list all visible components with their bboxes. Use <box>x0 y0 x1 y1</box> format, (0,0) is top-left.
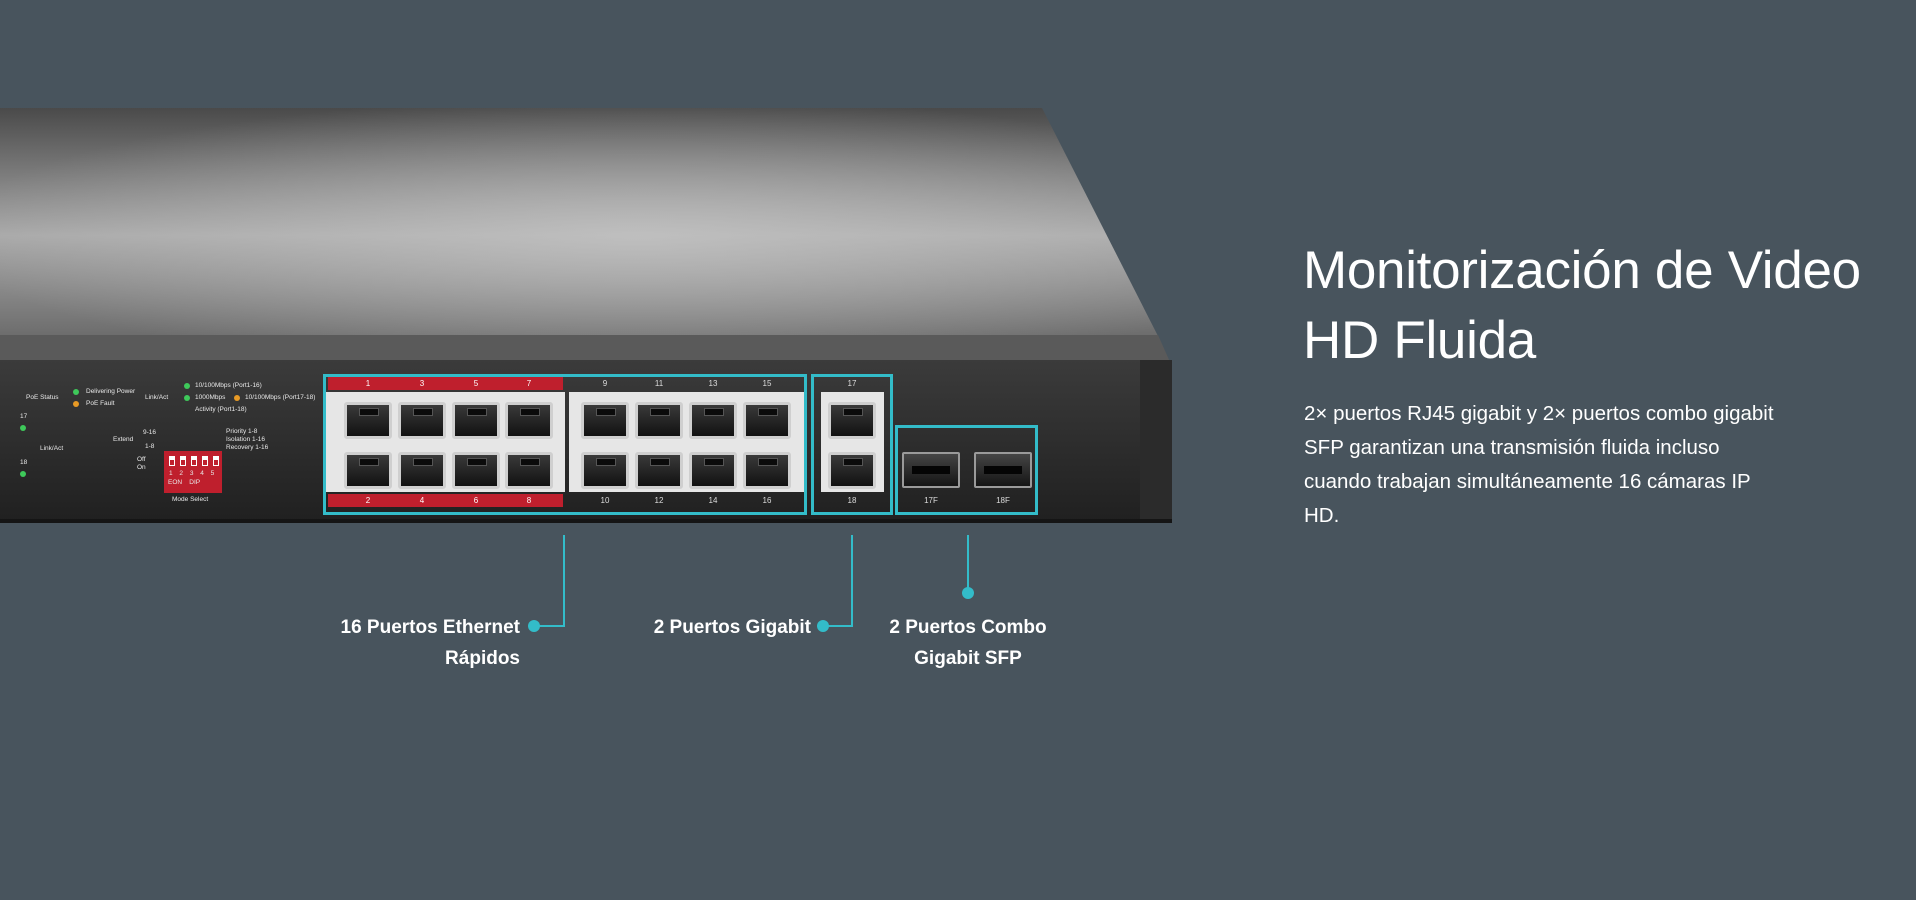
rj45-port-3[interactable] <box>398 402 446 439</box>
port-label-14: 14 <box>708 496 718 505</box>
callout-fast-ethernet-line1: 16 Puertos Ethernet <box>340 617 521 638</box>
led-18-label: 18 <box>20 459 28 466</box>
rj45-port-5[interactable] <box>452 402 500 439</box>
led-speed-1 <box>184 383 190 389</box>
dip-numbers: 1 2 3 4 5 <box>169 470 217 477</box>
callout-label-block: 16 Puertos Ethernet Rápidos <box>310 612 521 674</box>
port-label-15: 15 <box>762 379 772 388</box>
led-speed-3 <box>234 395 240 401</box>
activity-label: Activity (Port1-18) <box>195 406 247 413</box>
network-switch-image: PoE Status Delivering Power PoE Fault Li… <box>0 0 1180 540</box>
sfp-port-18f[interactable] <box>974 452 1032 488</box>
rj45-port-10[interactable] <box>581 452 629 489</box>
rj45-port-13[interactable] <box>689 402 737 439</box>
callout-label-block: 2 Puertos Combo Gigabit SFP <box>868 612 1068 674</box>
rj45-port-16[interactable] <box>743 452 791 489</box>
rj45-port-18[interactable] <box>828 452 876 489</box>
port-label-16: 16 <box>762 496 772 505</box>
callout-dot <box>817 620 829 632</box>
port-label-4: 4 <box>419 496 425 505</box>
priority-label: Priority 1-8 <box>226 428 258 435</box>
dip-switch-1[interactable] <box>168 455 176 467</box>
callout-dot <box>528 620 540 632</box>
speed-1-label: 10/100Mbps (Port1-16) <box>195 382 262 389</box>
rj45-port-2[interactable] <box>344 452 392 489</box>
dip-switch-3[interactable] <box>190 455 198 467</box>
sfp-label-17f: 17F <box>924 496 938 505</box>
dip-switch-block[interactable]: 1 2 3 4 5 EON DIP <box>164 451 222 493</box>
sfp-label-18f: 18F <box>996 496 1010 505</box>
delivering-power-label: Delivering Power <box>86 388 136 395</box>
callout-line-horizontal <box>536 625 565 627</box>
led-delivering-power <box>73 389 79 395</box>
callout-fast-ethernet-line2: Rápidos <box>445 648 520 669</box>
led-17-label: 17 <box>20 413 28 420</box>
red-band-top <box>328 377 563 390</box>
led-port-18 <box>20 471 26 477</box>
port-label-17: 17 <box>847 379 857 388</box>
callout-line-vertical <box>851 535 853 627</box>
extend-label: Extend <box>113 436 134 443</box>
port-label-6: 6 <box>473 496 479 505</box>
range-1-8-label: 1-8 <box>145 443 155 450</box>
port-label-18: 18 <box>847 496 857 505</box>
port-label-13: 13 <box>708 379 718 388</box>
port-label-5: 5 <box>473 379 479 388</box>
poe-fault-label: PoE Fault <box>86 400 115 407</box>
dip-switch-2[interactable] <box>179 455 187 467</box>
callout-combo-line1: 2 Puertos Combo <box>889 617 1047 638</box>
port-label-7: 7 <box>526 379 532 388</box>
section-heading: Monitorización de Video HD Fluida <box>1303 241 1861 370</box>
dip-sub-labels: EON DIP <box>168 479 201 486</box>
rj45-port-15[interactable] <box>743 402 791 439</box>
dip-switch-5[interactable] <box>212 455 220 467</box>
mode-select-label: Mode Select <box>172 496 209 503</box>
section-description: 2× puertos RJ45 gigabit y 2× puertos com… <box>1304 402 1774 527</box>
red-band-bottom <box>328 494 563 507</box>
rj45-port-9[interactable] <box>581 402 629 439</box>
port-label-10: 10 <box>600 496 610 505</box>
range-9-16-label: 9-16 <box>143 429 157 436</box>
rj45-port-1[interactable] <box>344 402 392 439</box>
isolation-label: Isolation 1-16 <box>226 436 266 443</box>
rj45-port-4[interactable] <box>398 452 446 489</box>
led-speed-2 <box>184 395 190 401</box>
speed-2-label: 1000Mbps <box>195 394 226 401</box>
callout-dot <box>962 587 974 599</box>
port-label-9: 9 <box>602 379 608 388</box>
callout-line-vertical <box>563 535 565 627</box>
dip-switch-4[interactable] <box>201 455 209 467</box>
switch-body <box>0 108 1172 523</box>
poe-status-label: PoE Status <box>26 394 59 401</box>
port-label-1: 1 <box>365 379 371 388</box>
port-label-12: 12 <box>654 496 664 505</box>
port-label-2: 2 <box>365 496 371 505</box>
rj45-port-7[interactable] <box>505 402 553 439</box>
off-label: Off <box>137 456 146 463</box>
rj45-port-17[interactable] <box>828 402 876 439</box>
sfp-port-17f[interactable] <box>902 452 960 488</box>
link-act-2-label: Link/Act <box>40 445 64 452</box>
port-label-11: 11 <box>654 379 664 388</box>
led-port-17 <box>20 425 26 431</box>
recovery-label: Recovery 1-16 <box>226 444 269 451</box>
callout-line-horizontal <box>826 625 853 627</box>
link-act-label: Link/Act <box>145 394 169 401</box>
on-label: On <box>137 464 146 471</box>
callout-gigabit-line1: 2 Puertos Gigabit <box>653 617 811 638</box>
led-poe-fault <box>73 401 79 407</box>
rj45-port-14[interactable] <box>689 452 737 489</box>
rj45-port-8[interactable] <box>505 452 553 489</box>
speed-2b-label: 10/100Mbps (Port17-18) <box>245 394 316 401</box>
port-label-8: 8 <box>526 496 532 505</box>
rj45-port-12[interactable] <box>635 452 683 489</box>
callout-line-vertical <box>967 535 969 592</box>
callout-combo-line2: Gigabit SFP <box>914 648 1022 669</box>
port-label-3: 3 <box>419 379 425 388</box>
rj45-port-11[interactable] <box>635 402 683 439</box>
rj45-port-6[interactable] <box>452 452 500 489</box>
